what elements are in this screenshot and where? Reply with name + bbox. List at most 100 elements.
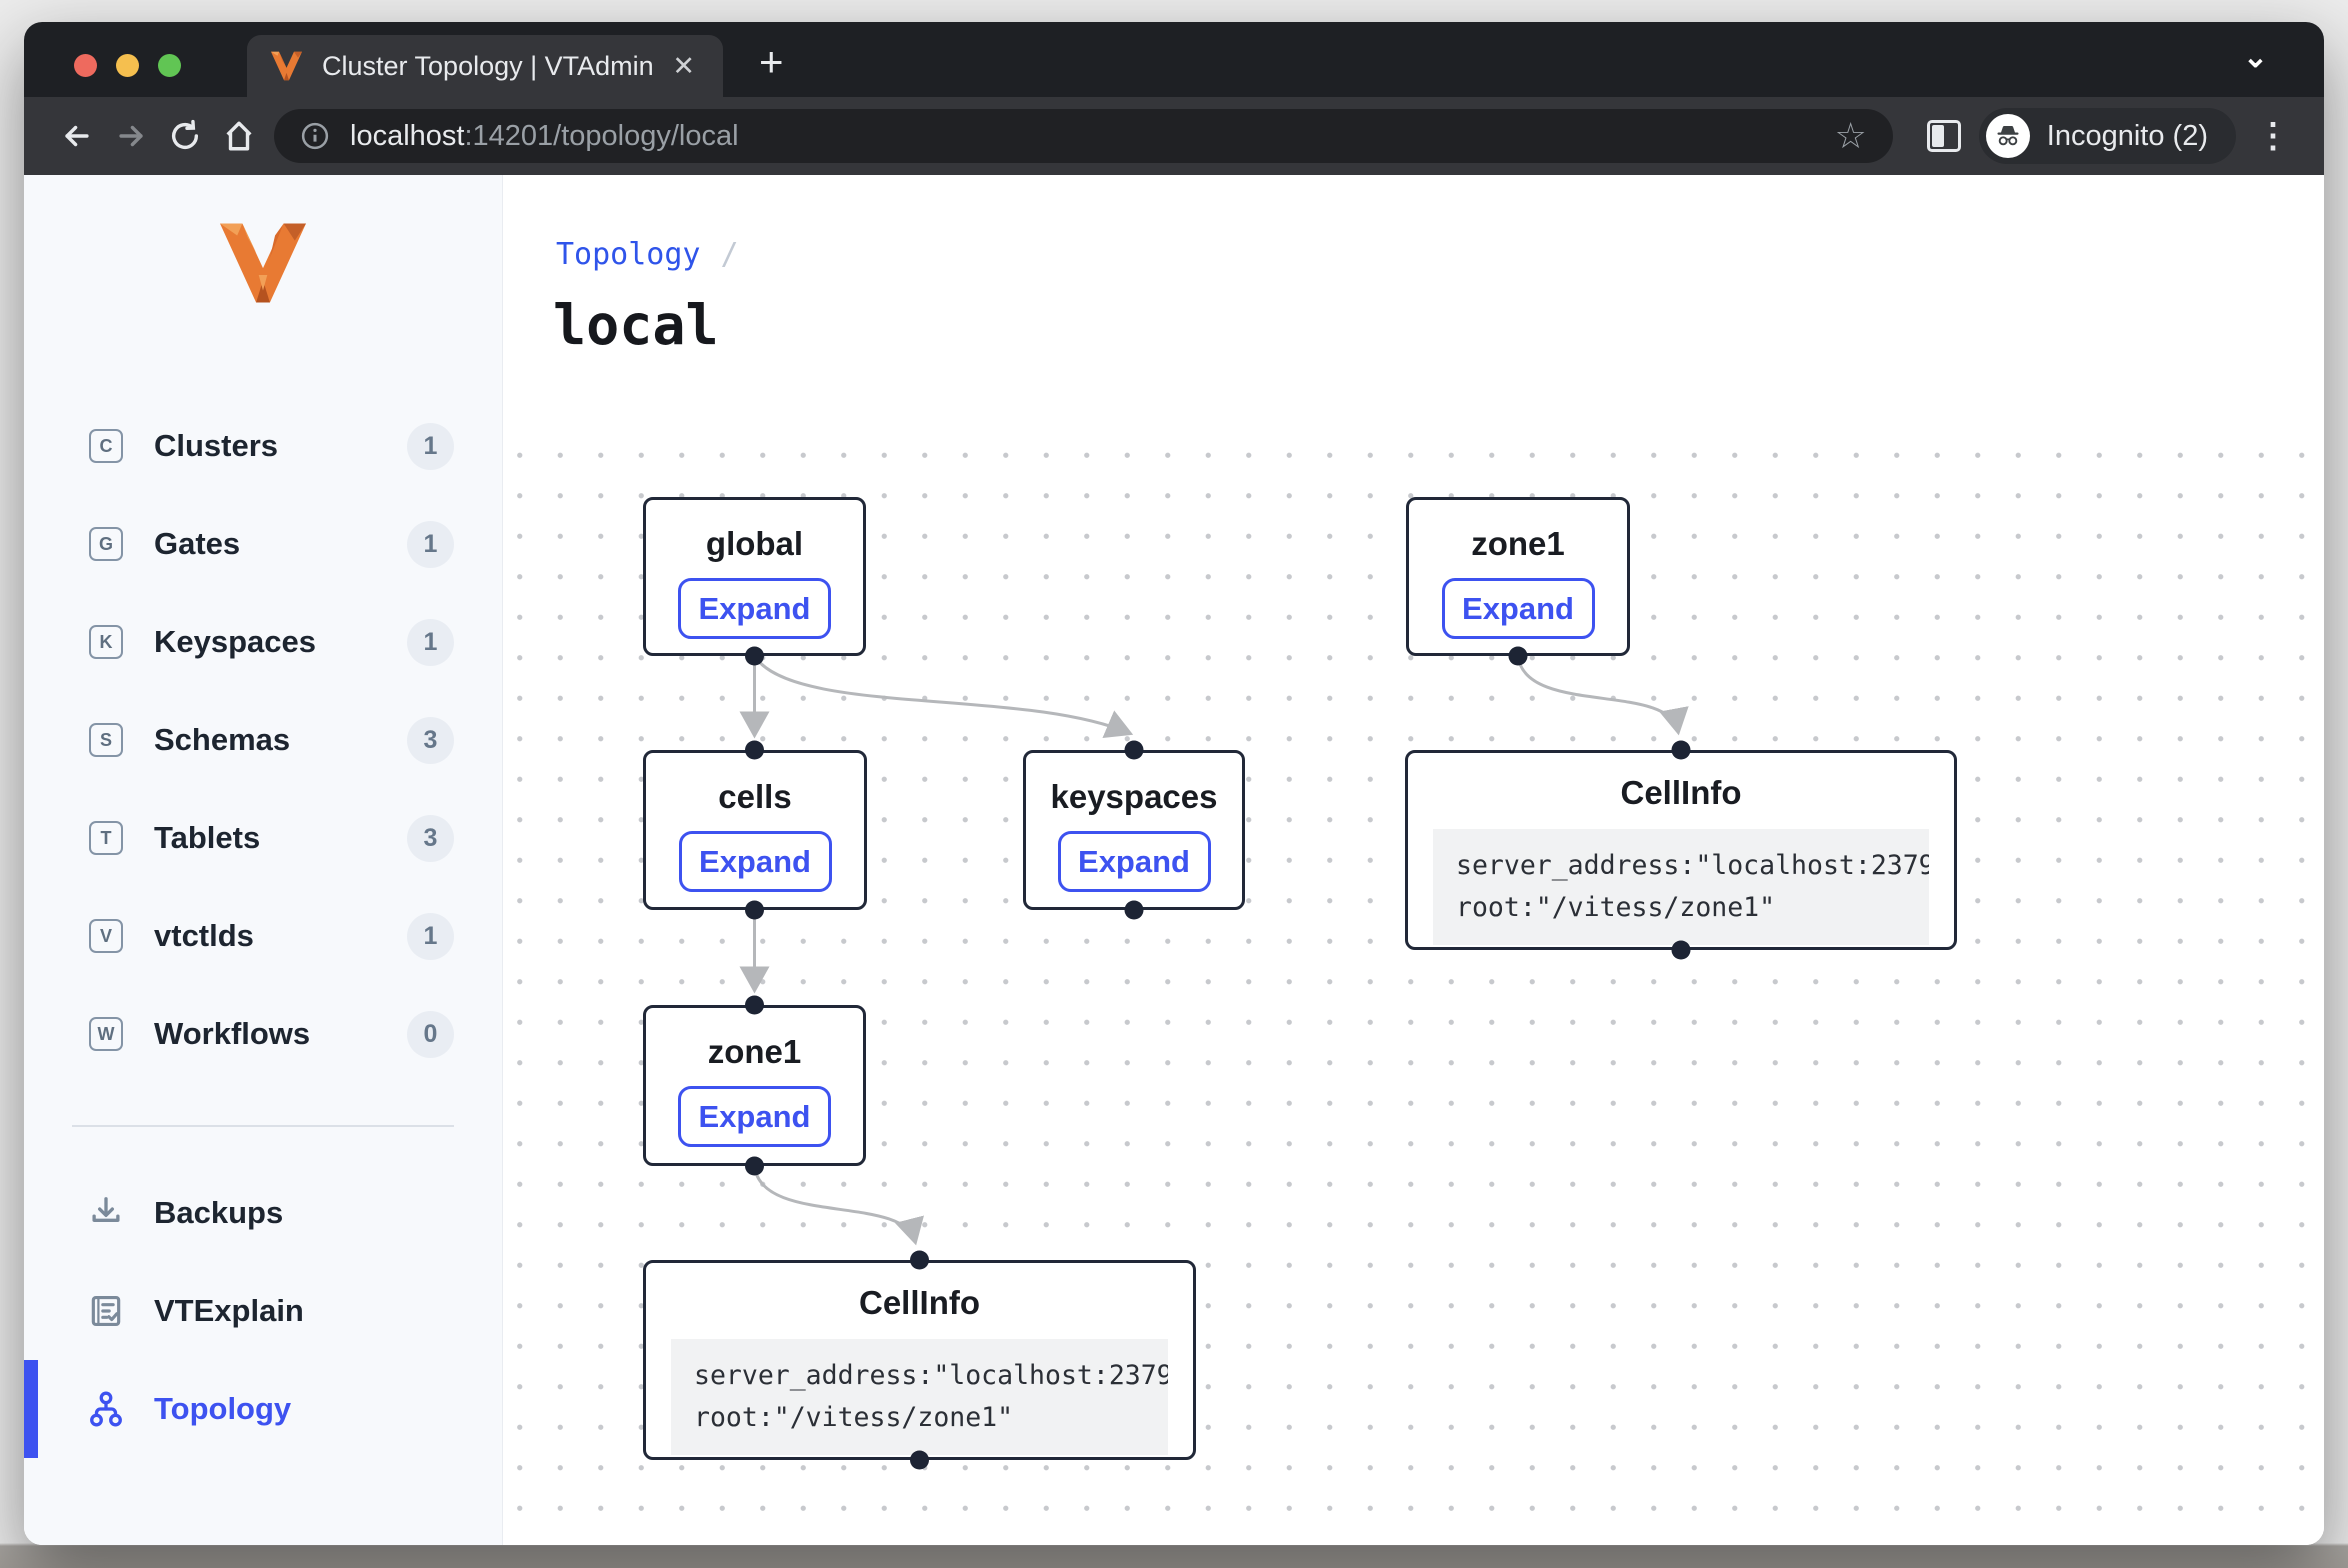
count-badge: 3 <box>407 815 454 862</box>
window-controls <box>74 54 181 77</box>
sidebar-item-vtexplain[interactable]: VTExplain <box>24 1262 502 1360</box>
sidebar-item-label: Keyspaces <box>154 624 316 660</box>
sidebar-item-topology[interactable]: Topology <box>24 1360 502 1458</box>
side-panel-icon[interactable] <box>1927 120 1961 152</box>
node-title: keyspaces <box>1026 778 1242 816</box>
breadcrumb-separator: / <box>721 237 739 272</box>
topology-node-keyspaces: keyspaces Expand <box>1023 750 1245 910</box>
reload-button[interactable] <box>158 109 212 163</box>
browser-window: Cluster Topology | VTAdmin ✕ + ⌄ localho… <box>24 22 2324 1545</box>
site-info-icon[interactable] <box>300 121 330 151</box>
node-title: CellInfo <box>646 1284 1193 1322</box>
sidebar: C Clusters 1 G Gates 1 K Keyspaces 1 S S… <box>24 175 503 1545</box>
minimize-window-button[interactable] <box>116 54 139 77</box>
address-bar[interactable]: localhost:14201/topology/local ☆ <box>274 109 1893 163</box>
sidebar-item-label: Workflows <box>154 1016 310 1052</box>
sidebar-item-label: Backups <box>154 1195 283 1231</box>
breadcrumb: Topology / <box>556 237 739 272</box>
edge-global-keyspaces <box>755 656 1130 733</box>
sidebar-item-label: Topology <box>154 1391 291 1427</box>
url-host: localhost <box>350 120 464 153</box>
tab-close-icon[interactable]: ✕ <box>668 51 699 82</box>
count-badge: 1 <box>407 619 454 666</box>
sidebar-item-label: Clusters <box>154 428 278 464</box>
sidebar-item-backups[interactable]: Backups <box>24 1164 502 1262</box>
edge-zone1-cellinfo-bottom <box>755 1166 916 1241</box>
vtadmin-app: C Clusters 1 G Gates 1 K Keyspaces 1 S S… <box>24 175 2324 1545</box>
forward-button[interactable] <box>104 109 158 163</box>
cellinfo-code: server_address:"localhost:2379" root:"/v… <box>671 1339 1168 1455</box>
browser-tab[interactable]: Cluster Topology | VTAdmin ✕ <box>247 35 723 97</box>
vitess-favicon-icon <box>271 51 302 81</box>
topology-node-cells: cells Expand <box>643 750 867 910</box>
code-line: server_address:"localhost:2379" <box>1456 845 1906 887</box>
close-window-button[interactable] <box>74 54 97 77</box>
schemas-icon: S <box>89 723 123 757</box>
cellinfo-code: server_address:"localhost:2379" root:"/v… <box>1433 829 1929 945</box>
vtctlds-icon: V <box>89 919 123 953</box>
edge-zone1-cellinfo <box>1518 656 1678 731</box>
workflows-icon: W <box>89 1017 123 1051</box>
url-path: :14201/topology/local <box>464 120 738 153</box>
new-tab-button[interactable]: + <box>759 41 784 83</box>
download-icon <box>87 1194 125 1232</box>
tab-search-chevron-icon[interactable]: ⌄ <box>2243 40 2268 75</box>
bookmark-star-icon[interactable]: ☆ <box>1835 118 1867 154</box>
back-button[interactable] <box>50 109 104 163</box>
incognito-label: Incognito (2) <box>2047 120 2208 153</box>
count-badge: 1 <box>407 913 454 960</box>
expand-button[interactable]: Expand <box>679 831 832 892</box>
sidebar-item-clusters[interactable]: C Clusters 1 <box>24 397 502 495</box>
count-badge: 1 <box>407 521 454 568</box>
sidebar-item-gates[interactable]: G Gates 1 <box>24 495 502 593</box>
browser-toolbar: localhost:14201/topology/local ☆ Incogni… <box>24 97 2324 175</box>
topology-node-zone1: zone1 Expand <box>643 1005 866 1166</box>
home-button[interactable] <box>212 109 266 163</box>
document-check-icon <box>87 1292 125 1330</box>
gates-icon: G <box>89 527 123 561</box>
sidebar-nav: C Clusters 1 G Gates 1 K Keyspaces 1 S S… <box>24 397 502 1083</box>
sidebar-item-vtctlds[interactable]: V vtctlds 1 <box>24 887 502 985</box>
topology-canvas[interactable]: global Expand zone1 Expand cells Expand … <box>503 420 2324 1545</box>
clusters-icon: C <box>89 429 123 463</box>
zoom-window-button[interactable] <box>158 54 181 77</box>
browser-menu-icon[interactable]: ⋮ <box>2256 116 2290 156</box>
expand-button[interactable]: Expand <box>1442 578 1595 639</box>
tab-title: Cluster Topology | VTAdmin <box>322 51 668 82</box>
incognito-icon <box>1994 122 2022 150</box>
node-title: global <box>646 525 863 563</box>
node-title: zone1 <box>646 1033 863 1071</box>
count-badge: 0 <box>407 1011 454 1058</box>
sidebar-item-label: VTExplain <box>154 1293 304 1329</box>
topology-node-global: global Expand <box>643 497 866 656</box>
sidebar-item-label: Schemas <box>154 722 290 758</box>
node-title: zone1 <box>1409 525 1627 563</box>
sidebar-item-keyspaces[interactable]: K Keyspaces 1 <box>24 593 502 691</box>
topology-icon <box>87 1390 125 1428</box>
code-line: root:"/vitess/zone1" <box>1456 887 1906 929</box>
sidebar-item-tablets[interactable]: T Tablets 3 <box>24 789 502 887</box>
sidebar-item-schemas[interactable]: S Schemas 3 <box>24 691 502 789</box>
expand-button[interactable]: Expand <box>678 1086 831 1147</box>
expand-button[interactable]: Expand <box>1058 831 1211 892</box>
tablets-icon: T <box>89 821 123 855</box>
sidebar-item-workflows[interactable]: W Workflows 0 <box>24 985 502 1083</box>
sidebar-item-label: Gates <box>154 526 240 562</box>
incognito-avatar <box>1986 114 2030 158</box>
topology-node-cellinfo: CellInfo server_address:"localhost:2379"… <box>643 1260 1196 1460</box>
topology-node-zone1: zone1 Expand <box>1406 497 1630 656</box>
code-line: root:"/vitess/zone1" <box>694 1397 1145 1439</box>
vitess-logo <box>220 223 306 303</box>
code-line: server_address:"localhost:2379" <box>694 1355 1145 1397</box>
count-badge: 3 <box>407 717 454 764</box>
tab-bar: Cluster Topology | VTAdmin ✕ + ⌄ <box>24 22 2324 97</box>
sidebar-item-label: vtctlds <box>154 918 254 954</box>
breadcrumb-topology-link[interactable]: Topology <box>556 237 701 272</box>
sidebar-item-label: Tablets <box>154 820 260 856</box>
sidebar-tools: Backups VTExplain Topology <box>24 1164 502 1458</box>
keyspaces-icon: K <box>89 625 123 659</box>
expand-button[interactable]: Expand <box>678 578 831 639</box>
incognito-badge[interactable]: Incognito (2) <box>1979 108 2236 164</box>
topology-node-cellinfo: CellInfo server_address:"localhost:2379"… <box>1405 750 1957 950</box>
page-title: local <box>553 293 719 357</box>
